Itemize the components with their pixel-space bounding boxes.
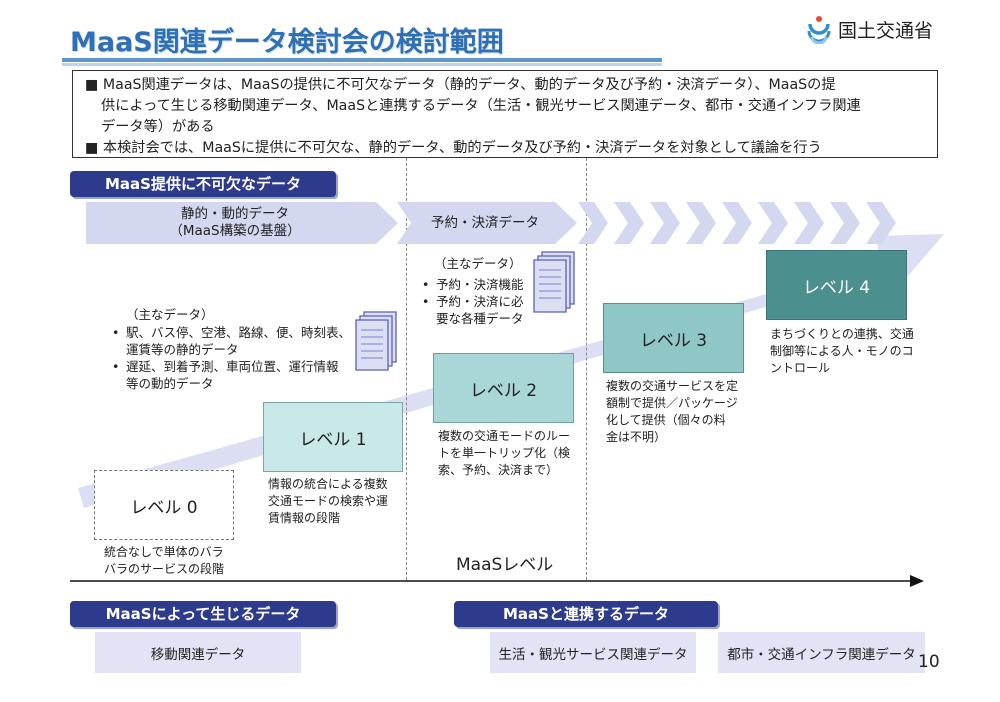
payment-banner: 予約・決済データ: [431, 214, 539, 231]
description-line: 情報の統合による複数: [268, 477, 388, 491]
level-3-box: レベル 3: [603, 303, 744, 373]
description-line: ントロール: [770, 361, 831, 375]
level-4-description: まちづくりとの連携、交通 制御等による人・モノのコ ントロール: [770, 326, 914, 377]
list-item: 予約・決済に必 要な各種データ: [418, 293, 538, 327]
list-item: 駅、バス停、空港、路線、便、時刻表、 運賃等の静的データ: [108, 324, 358, 358]
section-divider: [586, 158, 587, 580]
description-line: バラのサービスの段階: [104, 562, 225, 576]
chevron-icon: [722, 202, 752, 244]
static-dynamic-banner: 静的・動的データ （MaaS構築の基盤）: [90, 202, 380, 244]
description-line: 額制で提供／パッケージ: [606, 396, 738, 410]
tourism-data-box: 生活・観光サービス関連データ: [490, 632, 696, 673]
description-line: 化して提供（個々の料: [606, 413, 726, 427]
level-1-box: レベル 1: [263, 402, 403, 472]
summary-line: ■ MaaS関連データは、MaaSの提供に不可欠なデータ（静的データ、動的データ…: [85, 77, 836, 93]
description-line: 賃情報の段階: [268, 511, 341, 525]
list-item-line: 要な各種データ: [436, 311, 524, 326]
description-line: 交通モードの検索や運: [268, 494, 389, 508]
axis-arrow-icon: [910, 575, 924, 587]
static-data-list: 駅、バス停、空港、路線、便、時刻表、 運賃等の静的データ 遅延、到着予測、車両位…: [108, 324, 358, 392]
page-number: 10: [918, 652, 940, 672]
chevron-icon: [578, 202, 608, 244]
level-0-box: レベル 0: [94, 470, 234, 540]
description-line: 制御等による人・モノのコ: [770, 344, 914, 358]
summary-line: データ等）がある: [101, 119, 215, 135]
title-underline: [62, 58, 662, 62]
level-3-description: 複数の交通サービスを定 額制で提供／パッケージ 化して提供（個々の料 金は不明）: [606, 378, 738, 446]
chevron-icon: [650, 202, 680, 244]
chevron-icon: [758, 202, 788, 244]
chevron-icon: [830, 202, 860, 244]
generated-data-header: MaaSによって生じるデータ: [70, 601, 336, 627]
chevron-icon: [686, 202, 716, 244]
chevron-row: [578, 202, 896, 244]
level-2-box: レベル 2: [433, 353, 574, 423]
list-item-line: 予約・決済機能: [436, 277, 524, 292]
chevron-icon: [794, 202, 824, 244]
title-underline-light: [62, 63, 662, 66]
ministry-logo: 国土交通省: [806, 14, 933, 44]
list-item-line: 遅延、到着予測、車両位置、運行情報: [126, 359, 339, 374]
description-line: 索、予約、決済まで）: [438, 463, 559, 477]
payment-banner-shape: [397, 202, 577, 244]
list-item: 遅延、到着予測、車両位置、運行情報 等の動的データ: [108, 358, 358, 392]
list-item: 予約・決済機能: [418, 276, 538, 293]
banner-static-line: 静的・動的データ: [180, 206, 289, 222]
logo-mark-icon: [807, 16, 831, 44]
static-dynamic-banner-shape: [86, 202, 398, 244]
document-stack-icon: [355, 311, 397, 371]
linked-data-header: MaaSと連携するデータ: [454, 601, 718, 627]
summary-line: ■ 本検討会では、MaaSに提供に不可欠な、静的データ、動的データ及び予約・決済…: [85, 140, 822, 156]
infra-data-box: 都市・交通インフラ関連データ: [718, 632, 925, 673]
chevron-icon: [614, 202, 644, 244]
summary-box: ■ MaaS関連データは、MaaSの提供に不可欠なデータ（静的データ、動的データ…: [72, 70, 938, 158]
description-line: 金は不明）: [606, 430, 667, 444]
level-2-description: 複数の交通モードのルー トを単一トリップ化（検 索、予約、決済まで）: [438, 428, 570, 479]
description-line: 複数の交通モードのルー: [438, 429, 571, 443]
main-data-label: （主なデータ）: [434, 256, 522, 271]
description-line: 統合なしで単体のバラ: [104, 545, 224, 559]
payment-data-list: 予約・決済機能 予約・決済に必 要な各種データ: [418, 276, 538, 327]
page-title: MaaS関連データ検討会の検討範囲: [70, 27, 504, 58]
description-line: まちづくりとの連携、交通: [770, 327, 914, 341]
essential-data-header: MaaS提供に不可欠なデータ: [70, 171, 336, 197]
list-item-line: 駅、バス停、空港、路線、便、時刻表、: [126, 325, 352, 340]
axis-label: MaaSレベル: [456, 555, 554, 575]
description-line: 複数の交通サービスを定: [606, 379, 739, 393]
section-divider: [406, 158, 407, 580]
level-4-box: レベル 4: [766, 250, 907, 320]
list-item-line: 運賃等の静的データ: [126, 342, 239, 357]
list-item-line: 予約・決済に必: [436, 294, 524, 309]
summary-line: 供によって生じる移動関連データ、MaaSと連携するデータ（生活・観光サービス関連…: [101, 98, 861, 114]
chevron-icon: [866, 202, 896, 244]
document-stack-icon: [533, 251, 575, 313]
banner-static-subline: （MaaS構築の基盤）: [169, 223, 301, 239]
main-data-label: （主なデータ）: [126, 307, 214, 322]
level-0-description: 統合なしで単体のバラ バラのサービスの段階: [104, 544, 224, 578]
ministry-name: 国土交通省: [838, 19, 934, 42]
level-1-description: 情報の統合による複数 交通モードの検索や運 賃情報の段階: [268, 476, 388, 527]
description-line: トを単一トリップ化（検: [438, 446, 571, 460]
mobility-data-box: 移動関連データ: [95, 632, 301, 673]
list-item-line: 等の動的データ: [126, 376, 214, 391]
